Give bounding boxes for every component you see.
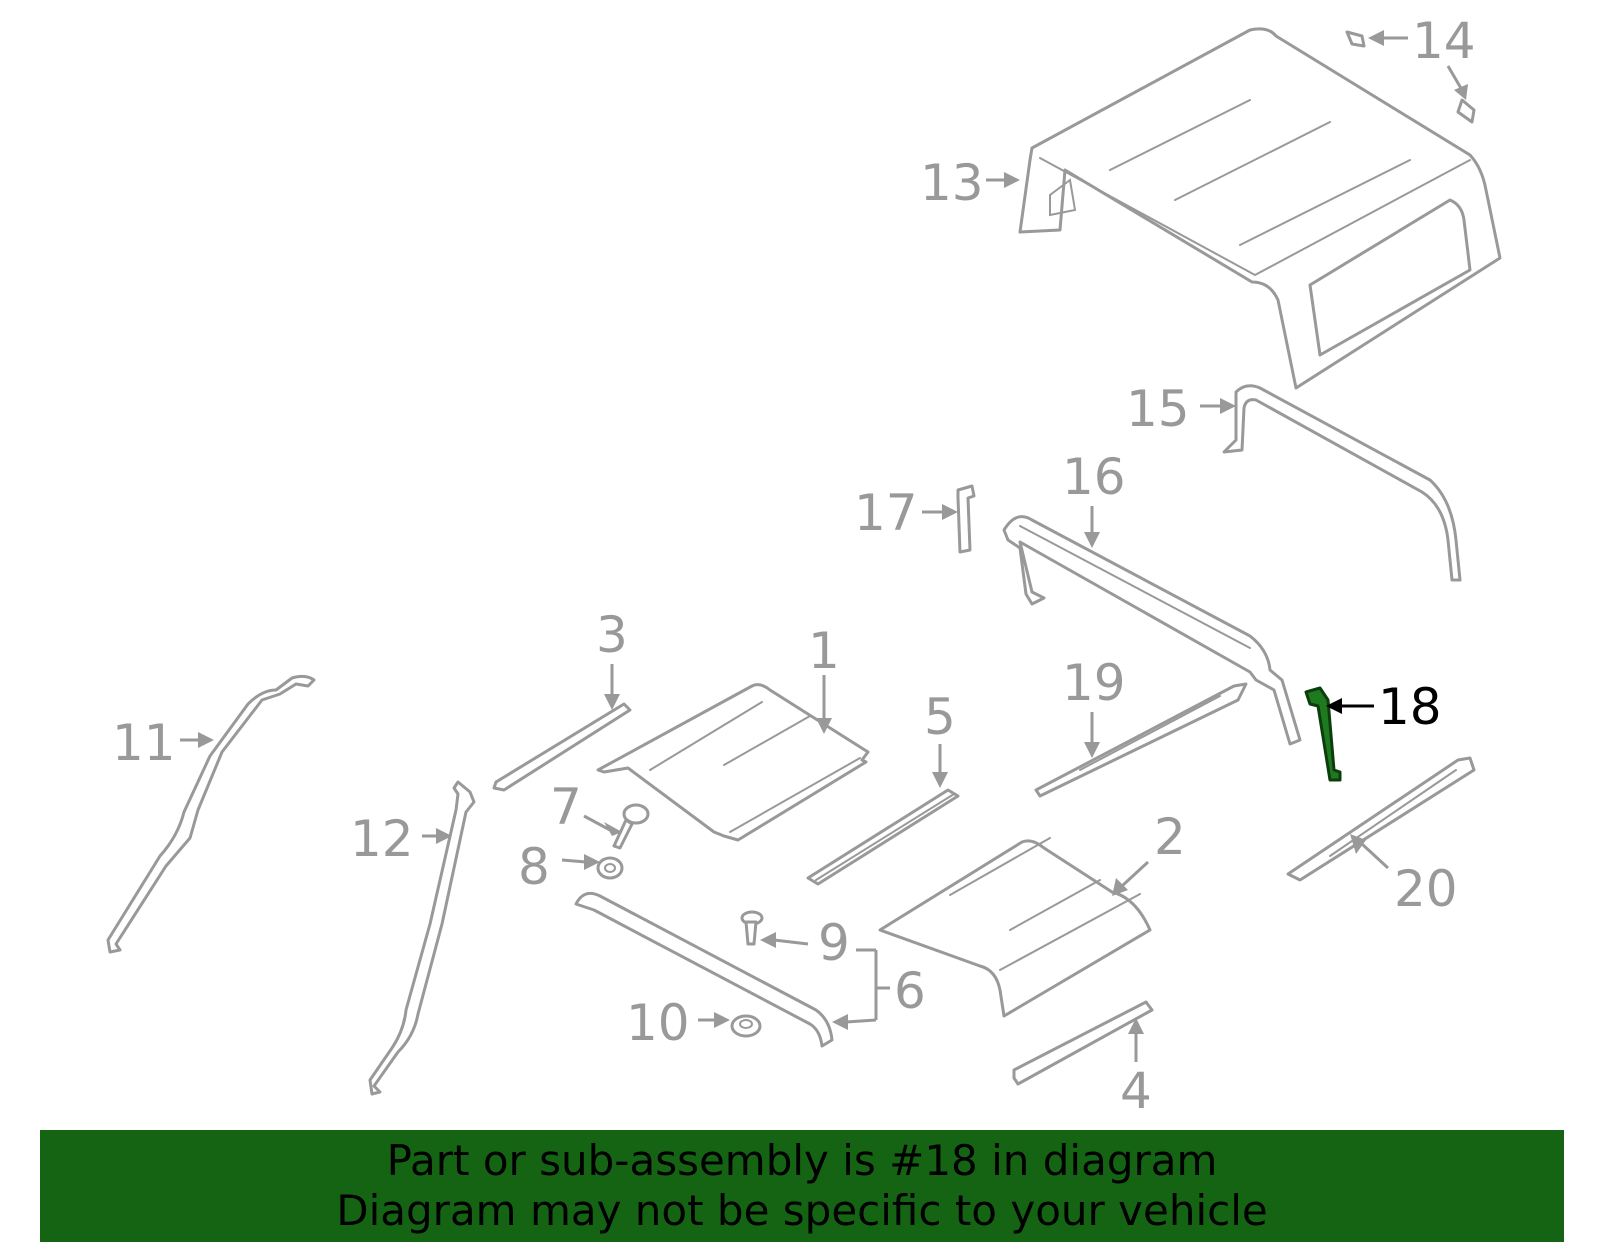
callout-13: 13 xyxy=(920,154,984,212)
part-15-seal xyxy=(1222,384,1462,582)
callout-19: 19 xyxy=(1062,654,1126,712)
callout-12: 12 xyxy=(350,810,414,868)
part-13-hardtop xyxy=(1018,27,1502,390)
callout-9: 9 xyxy=(818,914,850,972)
banner-line-1: Part or sub-assembly is #18 in diagram xyxy=(386,1136,1218,1185)
part-11-trim xyxy=(106,674,316,954)
part-12-trim xyxy=(368,780,476,1096)
part-9-screw xyxy=(740,910,764,946)
part-16-header xyxy=(1002,515,1302,746)
callout-18: 18 xyxy=(1378,678,1442,736)
part-18-highlighted xyxy=(1304,686,1342,782)
part-6-rail xyxy=(574,891,834,1048)
callout-8: 8 xyxy=(518,838,550,896)
callout-16: 16 xyxy=(1062,448,1126,506)
part-20-strip xyxy=(1286,756,1476,882)
part-17-bracket xyxy=(956,484,976,554)
callout-2: 2 xyxy=(1154,808,1186,866)
callout-20: 20 xyxy=(1394,860,1458,918)
part-1-panel xyxy=(596,683,870,842)
part-3-strip xyxy=(492,702,632,792)
banner-line-2: Diagram may not be specific to your vehi… xyxy=(336,1186,1268,1235)
callout-15: 15 xyxy=(1126,380,1190,438)
part-19-strip xyxy=(1034,682,1248,798)
info-banner: Part or sub-assembly is #18 in diagram D… xyxy=(40,1130,1564,1242)
callout-7: 7 xyxy=(550,778,582,836)
callout-5: 5 xyxy=(924,688,956,746)
part-14-clips xyxy=(1345,30,1476,124)
part-5-strip xyxy=(806,788,960,886)
leaders xyxy=(180,30,1468,1062)
callout-1: 1 xyxy=(808,622,840,680)
callout-11: 11 xyxy=(112,714,176,772)
part-10-nut xyxy=(730,1014,762,1038)
callout-17: 17 xyxy=(854,484,918,542)
part-2-panel xyxy=(878,837,1152,1018)
part-8-nut xyxy=(596,856,624,880)
callout-6: 6 xyxy=(894,962,926,1020)
callout-14: 14 xyxy=(1412,12,1476,70)
part-4-strip xyxy=(1012,1000,1154,1086)
part-7-bolt xyxy=(612,803,650,850)
callout-3: 3 xyxy=(596,606,628,664)
callout-10: 10 xyxy=(626,994,690,1052)
callout-4: 4 xyxy=(1120,1062,1152,1120)
